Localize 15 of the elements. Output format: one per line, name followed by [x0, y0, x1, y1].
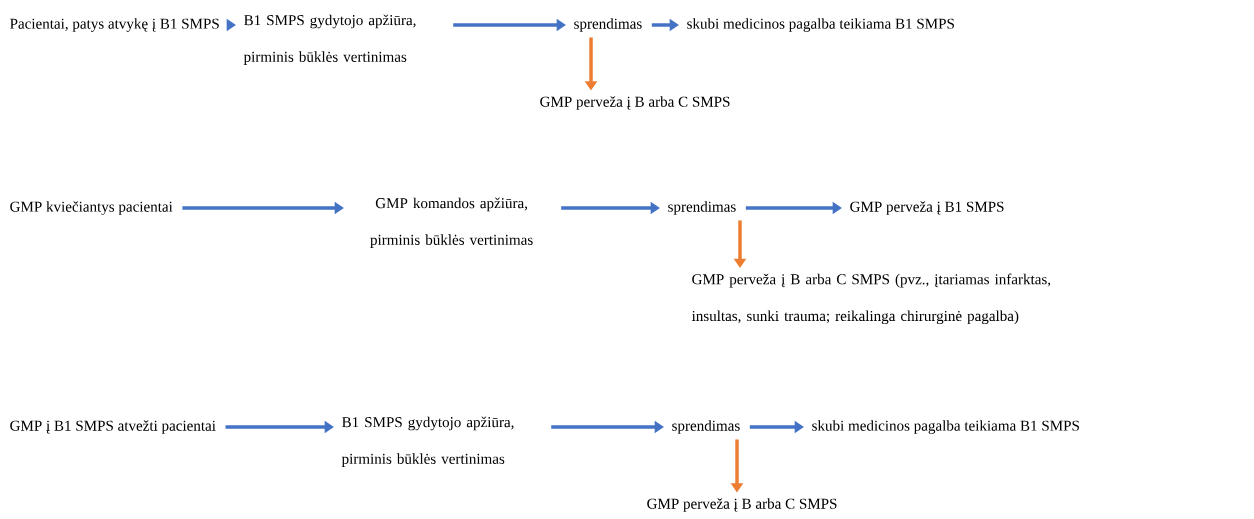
step-text: sprendimas	[668, 201, 736, 215]
step-text: sprendimas	[574, 18, 642, 32]
step-text: GMP komandos apžiūra, pirminis būklės vertinimas	[370, 197, 533, 248]
step-text: skubi medicinos pagalba teikiama B1 SMPS	[687, 18, 954, 32]
step-text: skubi medicinos pagalba teikiama B1 SMPS	[812, 420, 1079, 434]
step-text: B1 SMPS gydytojo apžiūra, pirminis būklės vertinimas	[243, 14, 416, 65]
step-text: GMP perveža į B arba C SMPS	[540, 96, 730, 110]
step-text: GMP į B1 SMPS atvežti pacientai	[10, 420, 216, 434]
step-text: GMP perveža į B arba C SMPS	[647, 498, 837, 512]
step-text: sprendimas	[672, 420, 740, 434]
step-text: GMP perveža į B1 SMPS	[850, 201, 1004, 215]
step-text: GMP perveža į B arba C SMPS (pvz., įtariamas infarktas, insultas, sunki trauma; reikalinga chirurginė pagalba)	[691, 273, 1051, 325]
step-text: Pacientai, patys atvykę į B1 SMPS	[10, 18, 219, 32]
step-text: B1 SMPS gydytojo apžiūra, pirminis būklės vertinimas	[341, 416, 514, 467]
step-text: GMP kviečiantys pacientai	[10, 201, 173, 215]
